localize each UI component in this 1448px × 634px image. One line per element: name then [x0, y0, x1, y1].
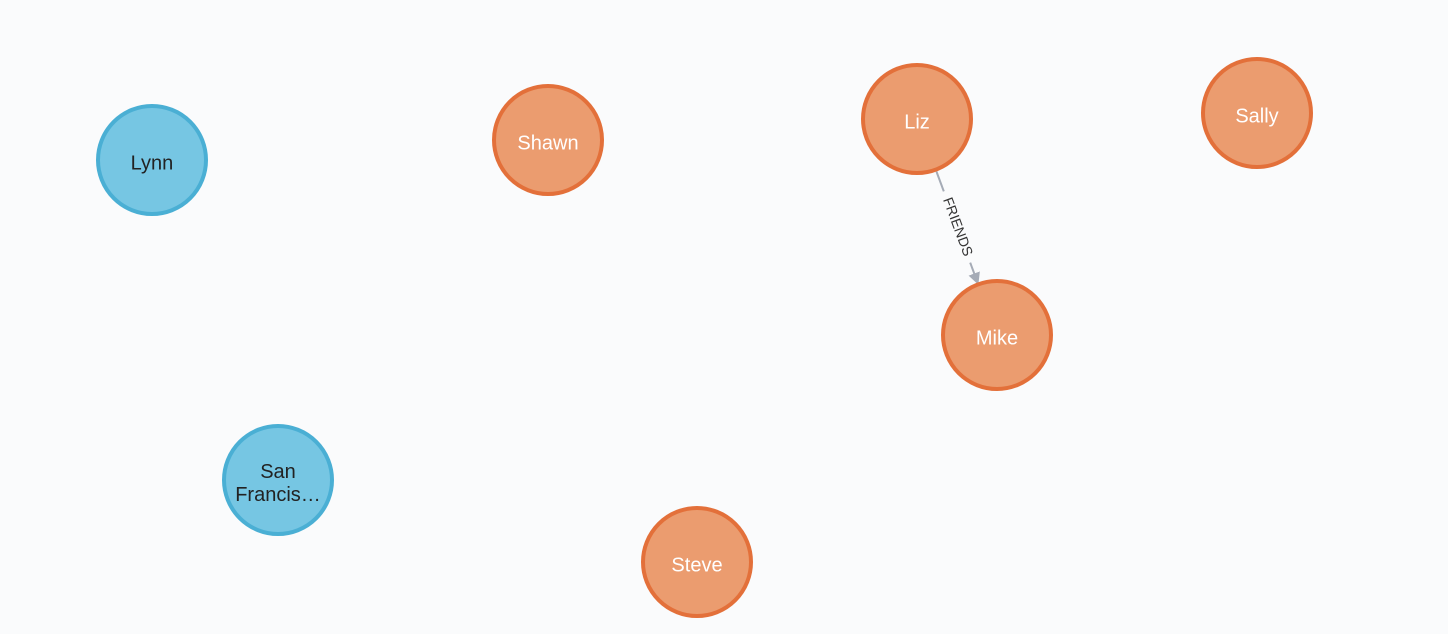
node-circle[interactable]: [1201, 57, 1313, 169]
node-circle[interactable]: [641, 506, 753, 618]
node-sally[interactable]: Sally: [1201, 57, 1313, 169]
node-circle[interactable]: [941, 279, 1053, 391]
node-circle[interactable]: [492, 84, 604, 196]
edge-liz-mike[interactable]: FRIENDS: [935, 171, 980, 285]
node-san-francisco[interactable]: SanFrancis…: [222, 424, 334, 536]
node-liz[interactable]: Liz: [861, 63, 973, 175]
edges-layer: FRIENDS: [935, 171, 980, 285]
node-circle[interactable]: [96, 104, 208, 216]
node-circle[interactable]: [222, 424, 334, 536]
node-steve[interactable]: Steve: [641, 506, 753, 618]
node-lynn[interactable]: Lynn: [96, 104, 208, 216]
node-mike[interactable]: Mike: [941, 279, 1053, 391]
edge-label-background: [935, 188, 979, 266]
edge-label: FRIENDS: [940, 195, 976, 258]
node-circle[interactable]: [861, 63, 973, 175]
node-shawn[interactable]: Shawn: [492, 84, 604, 196]
